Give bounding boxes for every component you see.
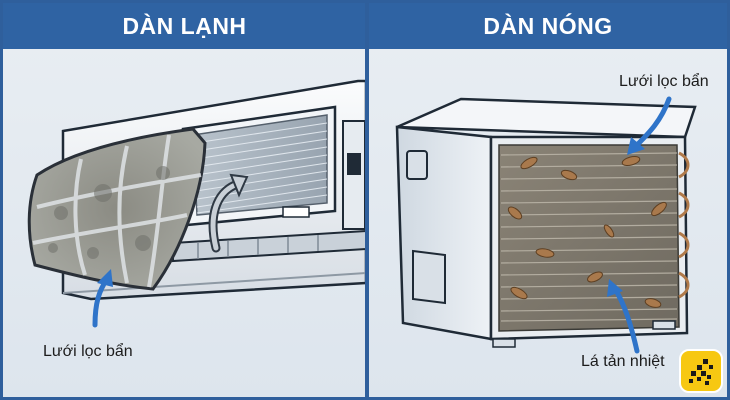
fins-label: Lá tản nhiệt	[581, 353, 665, 370]
panel-divider	[365, 3, 369, 397]
indoor-unit-panel: DÀN LẠNH	[3, 3, 366, 397]
indoor-unit-illustration	[27, 79, 366, 328]
indoor-filter-label: Lưới lọc bẩn	[43, 343, 133, 360]
outdoor-unit-title: DÀN NÓNG	[369, 3, 727, 49]
outdoor-unit-illustration	[395, 96, 697, 354]
brand-logo-icon	[679, 349, 723, 393]
outdoor-unit-panel: DÀN NÓNG	[369, 3, 727, 397]
indoor-unit-title: DÀN LẠNH	[3, 3, 366, 49]
outdoor-filter-label: Lưới lọc bẩn	[619, 73, 709, 90]
